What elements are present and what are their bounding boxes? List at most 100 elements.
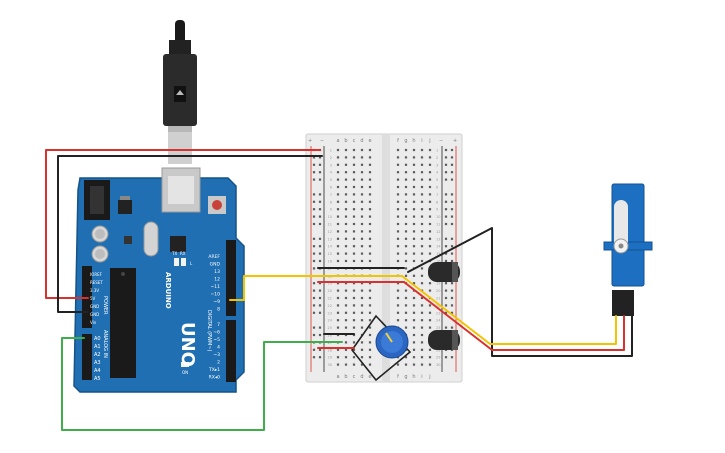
breadboard-hole <box>344 185 348 189</box>
breadboard-hole <box>404 363 408 366</box>
breadboard-hole <box>360 178 364 181</box>
rail-hole <box>444 208 448 211</box>
digital-pin-label: ~3 <box>213 352 220 358</box>
breadboard-hole <box>396 200 400 203</box>
breadboard-hole <box>344 296 348 300</box>
potentiometer[interactable] <box>350 314 412 382</box>
breadboard-hole <box>360 304 364 307</box>
breadboard-row-number: 8 <box>436 200 438 204</box>
rail-hole <box>312 326 316 329</box>
breadboard-hole <box>368 326 372 329</box>
rail-hole <box>318 311 322 314</box>
rail-hole <box>318 171 322 174</box>
breadboard-column-label: e <box>368 138 371 144</box>
rail-hole <box>450 163 454 166</box>
digital-pin-label: 13 <box>214 269 220 275</box>
breadboard-hole <box>360 237 364 240</box>
breadboard-hole <box>428 245 432 248</box>
breadboard-hole <box>368 356 372 359</box>
breadboard-hole <box>412 230 416 233</box>
rail-hole <box>312 200 316 203</box>
servo-motor[interactable] <box>603 183 653 316</box>
breadboard-row-number: 5 <box>436 178 438 182</box>
breadboard-hole <box>336 252 340 255</box>
breadboard-row-number: 12 <box>328 230 332 234</box>
breadboard-hole <box>344 356 348 359</box>
rail-minus-label-right: − <box>439 138 443 144</box>
breadboard-hole <box>352 156 356 159</box>
breadboard-hole <box>368 148 372 152</box>
breadboard-row-number: 4 <box>330 171 333 175</box>
digital-pin-label: ~10 <box>211 292 221 298</box>
rail-hole <box>450 215 454 218</box>
analog-pin-label: A5 <box>94 376 101 382</box>
breadboard-row-number: 6 <box>330 186 332 190</box>
electrolytic-capacitor-bottom <box>428 330 460 350</box>
breadboard-hole <box>368 237 372 240</box>
breadboard-column-label: d <box>360 374 363 380</box>
breadboard-hole <box>396 296 400 300</box>
rail-hole <box>318 237 322 240</box>
breadboard-hole <box>336 296 340 300</box>
breadboard-row-number: 1 <box>436 149 438 153</box>
breadboard-hole <box>404 296 408 300</box>
on-label: ON <box>182 370 188 375</box>
breadboard-hole <box>344 363 348 366</box>
breadboard-row-number: 9 <box>330 208 332 212</box>
wire-signal-yellow <box>229 275 403 301</box>
rail-hole <box>318 208 322 211</box>
breadboard-column-label: a <box>336 374 339 380</box>
rail-hole <box>450 282 454 285</box>
breadboard-hole <box>420 304 424 307</box>
breadboard-hole <box>336 178 340 181</box>
rail-hole <box>444 163 448 166</box>
breadboard-hole <box>344 259 348 263</box>
rail-hole <box>444 148 448 152</box>
breadboard-hole <box>352 148 356 152</box>
breadboard-hole <box>368 341 372 344</box>
breadboard-hole <box>352 178 356 181</box>
breadboard-hole <box>396 171 400 174</box>
breadboard-hole <box>344 215 348 218</box>
breadboard-hole <box>396 304 400 307</box>
breadboard-hole <box>420 252 424 255</box>
breadboard-row-number: 7 <box>330 193 332 197</box>
breadboard-hole <box>428 222 432 226</box>
breadboard-hole <box>396 185 400 189</box>
rail-hole <box>444 193 448 196</box>
breadboard-hole <box>368 282 372 285</box>
breadboard-hole <box>360 348 364 351</box>
breadboard-hole <box>396 252 400 255</box>
wire-a0-green <box>61 337 343 431</box>
breadboard-hole <box>368 245 372 248</box>
breadboard-hole <box>336 215 340 218</box>
breadboard-hole <box>428 148 432 152</box>
breadboard-hole <box>428 326 432 329</box>
breadboard-hole <box>352 341 356 344</box>
breadboard-hole <box>420 163 424 166</box>
breadboard-hole <box>412 341 416 344</box>
rail-hole <box>450 289 454 292</box>
arduino-uno-board[interactable]: ARDUINO UNO POWER ANALOG IN DIGITAL (PWM… <box>73 167 245 393</box>
breadboard-hole <box>404 274 408 277</box>
breadboard-hole <box>412 193 416 196</box>
rail-hole <box>312 156 316 159</box>
breadboard-hole <box>428 208 432 211</box>
breadboard-hole <box>428 363 432 366</box>
breadboard-hole <box>428 178 432 181</box>
rail-hole <box>450 156 454 159</box>
rail-hole <box>444 289 448 292</box>
rail-hole <box>318 348 322 351</box>
breadboard-row-number: 14 <box>328 245 333 249</box>
breadboard-hole <box>336 348 340 351</box>
breadboard-hole <box>352 296 356 300</box>
breadboard-row-number: 30 <box>436 363 440 367</box>
rail-hole <box>318 252 322 255</box>
rail-hole <box>450 171 454 174</box>
breadboard-row-number: 15 <box>328 252 332 256</box>
breadboard-row-number: 3 <box>330 163 332 167</box>
breadboard-row-number: 1 <box>330 149 332 153</box>
breadboard-hole <box>428 348 432 351</box>
breadboard-hole <box>352 289 356 292</box>
